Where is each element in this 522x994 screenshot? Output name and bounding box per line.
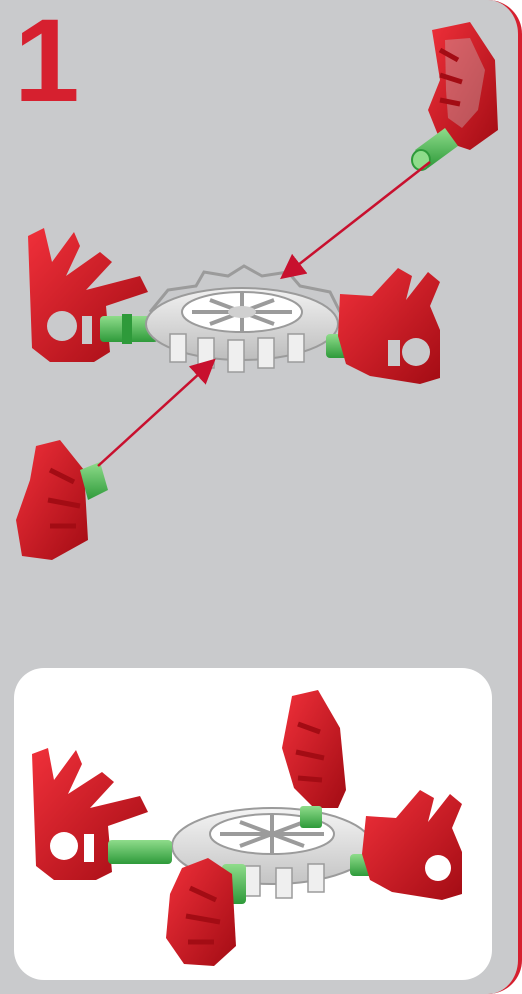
step-number: 1: [14, 0, 80, 127]
green-rod-icon: [300, 806, 322, 828]
red-connector-icon: [428, 22, 498, 150]
gray-gear-icon: [171, 807, 373, 899]
green-rod-icon: [108, 840, 172, 864]
red-connector-icon: [282, 690, 346, 808]
assembled-model-illustration: [32, 690, 462, 966]
red-connector-icon: [32, 748, 148, 880]
gray-gear-icon: [145, 264, 342, 373]
insert-arrow-icon: [280, 161, 431, 280]
red-connector-icon: [28, 228, 148, 362]
green-rod-icon: [80, 462, 108, 500]
insert-arrow-icon: [97, 358, 216, 467]
red-connector-icon: [362, 790, 462, 900]
assembled-result-panel: [14, 668, 492, 980]
red-connector-icon: [16, 440, 88, 560]
green-rod-icon: [100, 314, 158, 344]
red-connector-icon: [166, 858, 236, 966]
red-connector-icon: [338, 268, 440, 384]
exploded-assembly-diagram: [16, 22, 498, 560]
